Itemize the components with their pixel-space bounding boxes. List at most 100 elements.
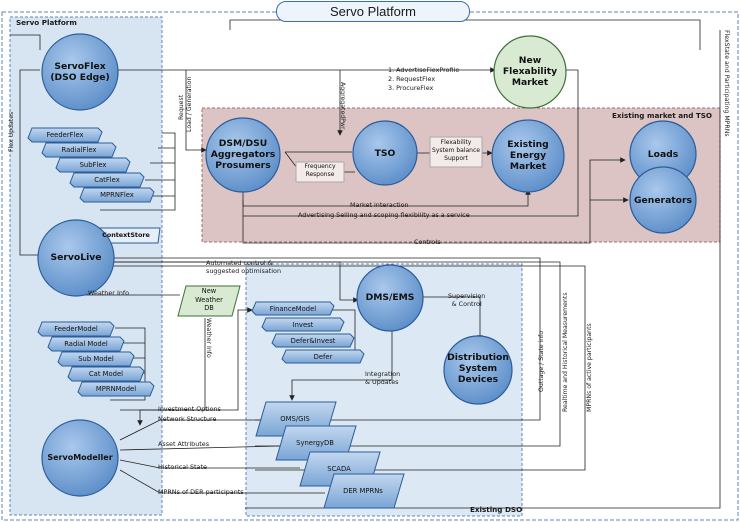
distribution-devices-node[interactable]: Distribution System Devices: [444, 352, 512, 385]
servoflex-name: ServoFlex: [54, 61, 106, 72]
weather-db-shape: [177, 285, 241, 317]
weather-db-line3: DB: [204, 304, 214, 312]
new-flex-market-line1: New: [518, 55, 542, 66]
tso-node[interactable]: TSO: [374, 148, 396, 159]
finance-item[interactable]: Defer: [313, 353, 333, 361]
tso-flex-line1: Flexability: [440, 139, 472, 146]
servolive-node[interactable]: ServoLive: [50, 252, 102, 263]
finance-item[interactable]: Defer&Invest: [290, 337, 336, 345]
flex-stack: [27, 127, 155, 203]
weather-db-label[interactable]: New Weather DB: [182, 287, 236, 313]
model-item[interactable]: Cat Model: [88, 370, 124, 378]
distribution-line3: Devices: [457, 374, 499, 385]
model-item[interactable]: Sub Model: [78, 355, 114, 363]
aggregated-vlabel: AggregatedPwr: [339, 82, 346, 130]
advertising-label: Advertising Selling and scoping flexibil…: [298, 211, 470, 219]
advertise-label: 1. AdvertiseFlexProfile: [388, 66, 460, 74]
servoflex-node[interactable]: ServoFlex (DSO Edge): [44, 61, 116, 83]
flex-item[interactable]: RadialFlex: [61, 146, 97, 154]
page-title: Servo Platform: [276, 1, 470, 22]
request-label: 2. RequestFlex: [388, 75, 436, 83]
existing-market-region: [201, 107, 721, 243]
historical-label: Historical State: [158, 463, 207, 471]
distribution-line2: System: [458, 363, 498, 374]
flex-item[interactable]: FeederFlex: [46, 131, 84, 139]
energy-market-line3: Market: [509, 161, 547, 172]
supervision-line1: Supervision: [448, 292, 486, 300]
freq-line1: Frequency: [304, 163, 336, 170]
new-flex-market-line3: Market: [511, 77, 549, 88]
network-label: Network Structure: [158, 415, 217, 423]
dsm-line1: DSM/DSU: [218, 138, 268, 149]
weather-db-line1: New: [201, 287, 217, 295]
existing-market-label: Existing market and TSO: [612, 111, 713, 120]
tso-flex-box-label: Flexability System balance Support: [430, 139, 482, 163]
existing-dso-label: Existing DSO: [470, 505, 523, 514]
dso-item[interactable]: SCADA: [327, 465, 351, 473]
loads-node[interactable]: Loads: [647, 149, 679, 160]
model-stack: [37, 321, 155, 397]
energy-market-line2: Energy: [509, 150, 547, 161]
investment-label: Investment Options: [158, 405, 221, 413]
flex-item[interactable]: MPRNFlex: [100, 191, 134, 199]
dsm-line3: Prosumers: [215, 160, 271, 171]
integration-label: Integration & Updates: [365, 370, 400, 386]
energy-market-line1: Existing: [507, 139, 549, 150]
tso-flex-line2: System balance: [432, 147, 480, 154]
flex-item[interactable]: CatFlex: [94, 176, 120, 184]
servoflex-sub: (DSO Edge): [50, 72, 110, 83]
freq-line2: Response: [305, 171, 335, 178]
generators-node[interactable]: Generators: [634, 195, 692, 206]
load-generation-vlabel: Load / Generation: [186, 76, 193, 132]
finance-stack: [251, 301, 365, 364]
weather-info-label: Weather Info: [88, 289, 130, 297]
tso-flex-line3: Support: [444, 155, 468, 162]
finance-item[interactable]: FinanceModel: [269, 305, 317, 313]
freq-label: Frequency Response: [296, 163, 344, 179]
integration-line1: Integration: [365, 370, 401, 378]
automated-line1: Automated control &: [206, 259, 273, 267]
mprns-label: MPRNs of DER participants: [158, 488, 244, 496]
energy-market-node[interactable]: Existing Energy Market: [494, 139, 562, 172]
flex-state-vlabel: FlexState and Participating MPRNs: [723, 30, 730, 137]
flex-updates-vlabel: Flex Updates: [8, 111, 15, 152]
weather-db-line2: Weather: [195, 295, 223, 304]
supervision-line2: & Control: [451, 300, 482, 308]
dso-item[interactable]: SynergyDB: [296, 439, 334, 447]
request-vlabel: Request: [178, 94, 185, 120]
dso-item[interactable]: DER MPRNs: [343, 487, 383, 495]
servo-platform-label: Servo Platform: [16, 18, 77, 27]
controls-label: Controls: [414, 238, 441, 246]
outage-vlabel: Outtage / State info: [538, 330, 545, 392]
realtime-vlabel: Realtime and Historical Measurements: [562, 292, 569, 412]
flex-item[interactable]: SubFlex: [79, 161, 107, 169]
new-flex-market-line2: Flexability: [502, 66, 558, 77]
connectors: [10, 19, 721, 509]
supervision-label: Supervision & Control: [448, 292, 485, 308]
distribution-line1: Distribution: [447, 352, 509, 363]
dsm-node[interactable]: DSM/DSU Aggregators Prosumers: [206, 138, 280, 171]
model-item[interactable]: Radial Model: [64, 340, 108, 348]
procure-label: 3. ProcureFlex: [388, 84, 434, 92]
integration-line2: & Updates: [365, 378, 399, 386]
dso-stack: [255, 401, 405, 509]
mprns-active-vlabel: MPRNs of active participants: [586, 323, 593, 412]
servomodeller-node[interactable]: ServoModeller: [47, 453, 113, 462]
dsm-line2: Aggregators: [210, 149, 276, 160]
automated-label: Automated control & suggested optimisati…: [206, 259, 281, 275]
freq-box: [295, 161, 345, 183]
model-item[interactable]: FeederModel: [54, 325, 98, 333]
context-store-label[interactable]: ContextStore: [102, 231, 150, 239]
model-item[interactable]: MPRNModel: [95, 385, 137, 393]
market-interaction-label: Market interaction: [350, 201, 409, 209]
dms-ems-node[interactable]: DMS/EMS: [365, 292, 415, 303]
circles: [37, 33, 697, 497]
automated-line2: suggested optimisation: [206, 267, 282, 275]
finance-item[interactable]: Invest: [292, 321, 314, 329]
new-flex-market-node[interactable]: New Flexability Market: [496, 55, 564, 88]
asset-label: Asset Attributes: [158, 440, 210, 448]
weather-info-vlabel: Weather Info: [205, 318, 212, 358]
tso-flex-box: [429, 136, 483, 168]
dso-item[interactable]: OMS/GIS: [280, 415, 310, 423]
